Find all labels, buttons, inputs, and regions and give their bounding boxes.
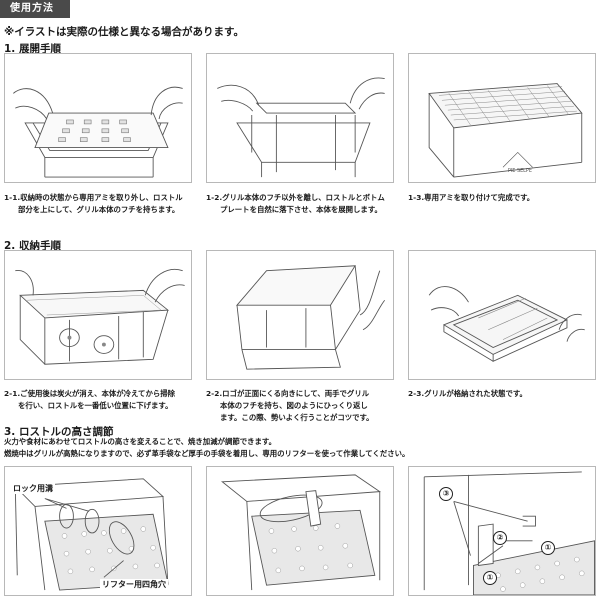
step-text: 収納時の状態から専用アミを取り外し、ロストル bbox=[20, 193, 182, 202]
marker-3: ③ bbox=[439, 487, 453, 501]
step-text-3: ます。この際、勢いよく行うことがコツです。 bbox=[206, 413, 374, 422]
logo-text: PIE SELPE bbox=[508, 168, 532, 174]
step-text: グリル本体のフチ以外を離し、ロストルとボトム bbox=[222, 193, 385, 202]
height-desc-1: 火力や食材にあわせてロストルの高さを変えることで、焼き加減が調節できます。 bbox=[4, 436, 276, 448]
step-1-2: 1-2.グリル本体のフチ以外を離し、ロストルとボトム プレートを自然に落下させ、… bbox=[206, 192, 385, 216]
step-num: 2-2. bbox=[206, 389, 222, 398]
illustration-1-2 bbox=[206, 53, 394, 183]
step-text-2: プレートを自然に落下させ、本体を展開します。 bbox=[206, 205, 382, 214]
disclaimer-note: ※イラストは実際の仕様と異なる場合があります。 bbox=[4, 24, 244, 39]
step-text: ロゴが正面にくる向きにして、両手でグリル bbox=[222, 389, 369, 398]
step-text-2: 部分を上にして、グリル本体のフチを持ちます。 bbox=[4, 205, 179, 214]
illustration-3-1: ロック用溝 リフター用四角穴 bbox=[4, 466, 192, 596]
illustration-2-1 bbox=[4, 250, 192, 380]
label-lock-groove: ロック用溝 bbox=[11, 483, 55, 494]
illustration-3-3: ③ ② ① ① bbox=[408, 466, 596, 596]
height-desc-2: 燃焼中はグリルが高熱になりますので、必ず革手袋など厚手の手袋を着用し、専用のリフ… bbox=[4, 448, 409, 460]
illustration-1-1 bbox=[4, 53, 192, 183]
page-title: 使用方法 bbox=[0, 0, 70, 18]
step-num: 1-2. bbox=[206, 193, 222, 202]
step-1-3: 1-3.専用アミを取り付けて完成です。 bbox=[408, 192, 534, 204]
step-2-1: 2-1.ご使用後は炭火が消え、本体が冷えてから掃除 を行い、ロストルを一番低い位… bbox=[4, 388, 175, 412]
step-text: グリルが格納された状態です。 bbox=[424, 389, 527, 398]
step-text: 専用アミを取り付けて完成です。 bbox=[424, 193, 534, 202]
step-text-2: 本体のフチを持ち、図のようにひっくり返し bbox=[206, 401, 368, 410]
step-text: ご使用後は炭火が消え、本体が冷えてから掃除 bbox=[20, 389, 175, 398]
marker-2: ② bbox=[493, 531, 507, 545]
step-2-2: 2-2.ロゴが正面にくる向きにして、両手でグリル 本体のフチを持ち、図のようにひ… bbox=[206, 388, 374, 424]
illustration-3-2 bbox=[206, 466, 394, 596]
step-1-1: 1-1.収納時の状態から専用アミを取り外し、ロストル 部分を上にして、グリル本体… bbox=[4, 192, 183, 216]
step-num: 2-1. bbox=[4, 389, 20, 398]
illustration-1-3: PIE SELPE bbox=[408, 53, 596, 183]
illustration-2-3 bbox=[408, 250, 596, 380]
step-text-2: を行い、ロストルを一番低い位置に下げます。 bbox=[4, 401, 172, 410]
step-num: 1-3. bbox=[408, 193, 424, 202]
illustration-2-2 bbox=[206, 250, 394, 380]
marker-1-right: ① bbox=[541, 541, 555, 555]
label-lifter-hole: リフター用四角穴 bbox=[100, 579, 168, 590]
step-num: 1-1. bbox=[4, 193, 20, 202]
step-num: 2-3. bbox=[408, 389, 424, 398]
step-2-3: 2-3.グリルが格納された状態です。 bbox=[408, 388, 527, 400]
marker-1-bottom: ① bbox=[483, 571, 497, 585]
